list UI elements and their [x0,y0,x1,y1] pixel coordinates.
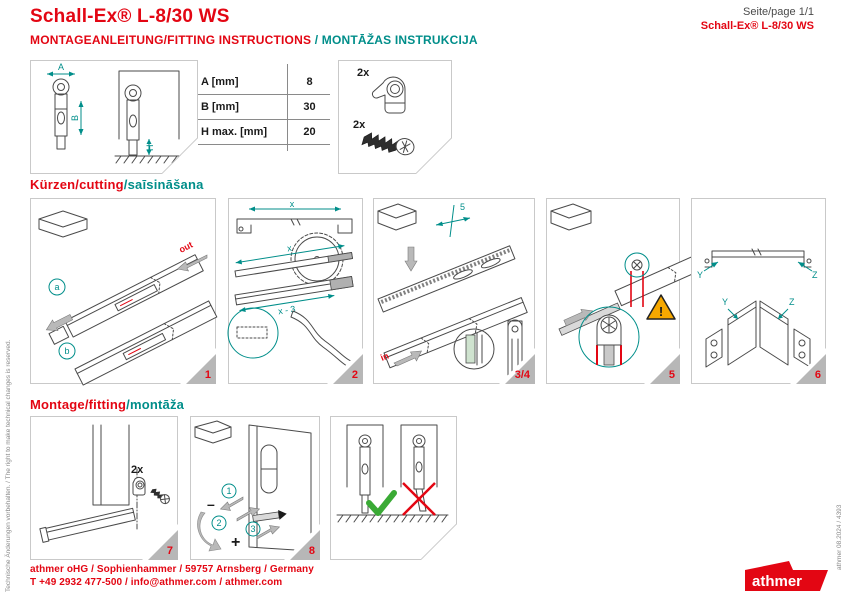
clip-quantity: 2x [357,67,370,79]
panel6-dim-z: Z [812,270,818,280]
panel1-label-a: a [54,282,59,292]
step-panel-1: a b out 1 [30,198,218,386]
fitting-heading-latvian: /montāža [126,397,185,412]
step-panel-2: x x x - 3 2 [227,198,363,384]
logo-text: athmer [752,573,802,590]
warning-exclamation: ! [659,304,663,319]
subtitle-latvian: / MONTĀŽAS INSTRUKCIJA [314,33,478,47]
table-column-separator [287,64,288,151]
check-icon [366,490,397,516]
step-panel-6: Y Z Y Z 6 [691,198,826,384]
panel34-dim-5: 5 [460,202,465,212]
subtitle-main: MONTAGEANLEITUNG/FITTING INSTRUCTIONS [30,33,315,47]
panel2-dim-x-top: x [290,199,295,209]
dim-h-label: H [145,145,155,152]
clip-icon [371,76,406,114]
dim-label: A [mm] [201,76,239,88]
panel6-dim-z-small: Z [789,297,795,307]
clip-icon [132,476,146,496]
product-label: Schall-Ex® L-8/30 WS [700,20,814,32]
panel2-dim-x: x [286,243,293,254]
dim-value: 8 [306,76,313,88]
step-number: 3/4 [514,369,530,381]
dim-label: B [mm] [201,101,239,113]
dim-label: H max. [mm] [201,126,268,138]
dim-value: 30 [303,101,316,113]
panel8-step-3: 3 [250,524,255,534]
corner-fold [148,530,178,560]
footer-contact: T +49 2932 477-500 / info@athmer.com / a… [30,577,283,588]
panel1-label-b: b [64,346,69,356]
panel6-dim-y-small: Y [722,297,728,307]
step-number: 6 [814,369,821,381]
corner-fold [186,354,216,384]
cutting-heading-latvian: /saīsināšana [123,177,204,192]
panel7-quantity: 2x [131,464,144,476]
panel-1-drawing: a b out [38,210,218,386]
section-heading-cutting: Kürzen/cutting/saīsināšana [30,177,204,192]
screw-quantity: 2x [353,119,366,131]
step-number: 7 [166,545,173,557]
corner-fold [650,354,680,384]
parts-box: 2x 2x [338,60,453,174]
corner-fold [290,530,320,560]
panel8-step-1: 1 [226,486,231,496]
panel6-dim-y: Y [697,270,703,280]
corner-fold [333,354,363,384]
page-title: Schall-Ex® L-8/30 WS [30,6,230,27]
side-note-left: Technische Änderungen vorbehalten. / The… [5,339,12,592]
side-note-right: athmer 08.2024 / 4393 [836,504,842,570]
panel-8-drawing: 1 2 3 – + [194,420,312,552]
check-panel-drawing [336,424,449,523]
panel8-step-2: 2 [216,518,221,528]
step-number: 1 [204,369,211,381]
step-number: 5 [668,369,675,381]
overview-drawing: A B H [47,62,184,164]
step-panel-7: 2x 7 [30,416,178,560]
page-subtitle: MONTAGEANLEITUNG/FITTING INSTRUCTIONS / … [30,33,478,47]
fitting-heading-main: Montage/fitting [30,397,127,412]
corner-fold [505,354,535,384]
panel8-plus: + [231,534,240,551]
check-panel [330,416,458,560]
cross-icon [402,482,436,516]
screw-icon [150,488,170,505]
dim-b-label: B [70,115,80,121]
corner-fold [796,354,826,384]
step-number: 8 [308,545,315,557]
overview-diagram-box: A B H [30,60,199,174]
panel-7-drawing: 2x [39,424,170,543]
step-panel-8: 1 2 3 – + 8 [190,416,320,560]
page-number-label: Seite/page 1/1 [743,6,814,18]
panel8-minus: – [207,496,215,512]
cutting-heading-main: Kürzen/cutting [30,177,124,192]
footer-address: athmer oHG / Sophienhammer / 59757 Arnsb… [30,564,314,575]
table-row: B [mm] 30 [198,95,330,120]
table-row: A [mm] 8 [198,70,330,95]
step-panel-5: ! 5 [546,198,741,384]
warning-icon: ! [646,294,676,320]
panel2-dim-x3: x - 3 [277,304,296,317]
dimension-table: A [mm] 8 B [mm] 30 H max. [mm] 20 [198,64,330,151]
panel1-out-label: out [177,240,194,255]
panel-2-drawing: x x x - 3 [227,199,354,368]
section-heading-fitting: Montage/fitting/montāža [30,397,184,412]
screw-icon [361,132,415,156]
athmer-logo: athmer [745,561,828,591]
panel-6-drawing: Y Z Y Z [697,248,818,368]
panel34-in-label: in [379,351,390,363]
step-panel-3-4: 5 in 3/4 [373,198,535,384]
dim-a-label: A [58,62,64,72]
table-row: H max. [mm] 20 [198,120,330,145]
step-number: 2 [351,369,358,381]
dim-value: 20 [303,126,316,138]
